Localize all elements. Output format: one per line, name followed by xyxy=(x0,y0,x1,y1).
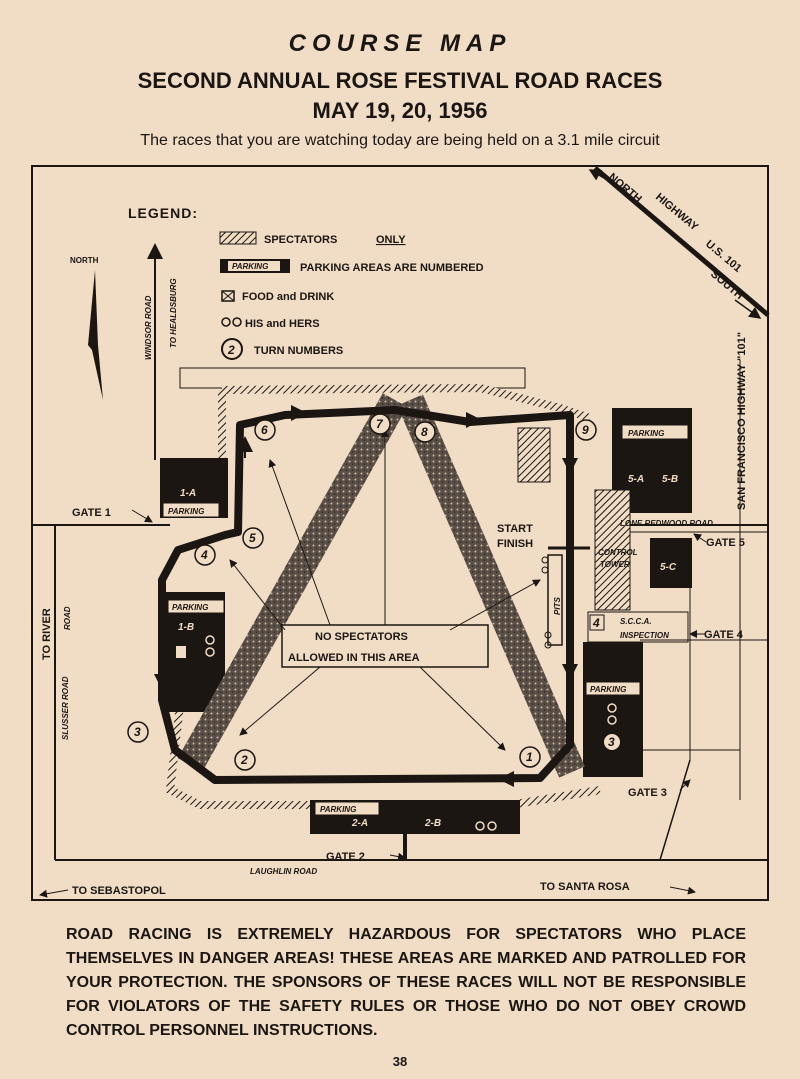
parking-3-tag: PARKING xyxy=(590,685,626,694)
legend-his-hers: HIS and HERS xyxy=(245,318,320,330)
food-icon xyxy=(221,290,235,302)
legend-turn-sample: 2 xyxy=(227,343,235,357)
to-healdsburg-label: TO HEALDSBURG xyxy=(169,278,178,348)
parking-2-tag: PARKING xyxy=(320,805,356,814)
windsor-road-label: WINDSOR ROAD xyxy=(144,295,153,360)
diagonal-zone-right xyxy=(397,394,585,778)
parking-1a-label: 1-A xyxy=(180,488,196,499)
highway-south-label: SOUTH xyxy=(708,268,745,302)
finish-label: FINISH xyxy=(497,538,533,550)
diagonal-zone-left xyxy=(177,393,408,772)
control-label: CONTROL xyxy=(598,548,638,557)
sf-highway-label: SAN FRANCISCO HIGHWAY "101" xyxy=(736,332,748,510)
race-circuit xyxy=(158,406,574,784)
highway-name-label: HIGHWAY xyxy=(653,191,701,234)
redwood-road-label: LONE REDWOOD ROAD xyxy=(620,519,713,528)
slusser-road-label: SLUSSER ROAD xyxy=(61,676,70,740)
gate-2: GATE 2 xyxy=(326,851,365,863)
turn-markers: 1 2 3 4 5 6 7 8 9 xyxy=(127,413,597,771)
parking-5-tag: PARKING xyxy=(628,429,664,438)
turn-9: 9 xyxy=(582,423,589,437)
legend: LEGEND: SPECTATORS ONLY PARKING PARKING … xyxy=(128,205,484,360)
parking-5a-label: 5-A xyxy=(628,474,644,485)
legend-parking-box: PARKING xyxy=(232,262,268,271)
parking-3 xyxy=(583,642,643,777)
no-spectators-line2: ALLOWED IN THIS AREA xyxy=(288,652,420,664)
legend-parking: PARKING AREAS ARE NUMBERED xyxy=(300,262,484,274)
turn-3: 3 xyxy=(134,725,141,739)
course-map-title: COURSE MAP xyxy=(288,30,512,57)
parking-1b-label: 1-B xyxy=(178,622,194,633)
parking-5c-label: 5-C xyxy=(660,562,677,573)
safety-warning: ROAD RACING IS EXTREMELY HAZARDOUS FOR S… xyxy=(66,926,746,1039)
legend-spectators: SPECTATORS xyxy=(264,234,337,246)
spectator-area-9 xyxy=(517,427,551,483)
gate-3: GATE 3 xyxy=(628,787,667,799)
highway-north-label: NORTH xyxy=(606,171,644,205)
parking-2a-label: 2-A xyxy=(351,818,368,829)
parking-3-number: 3 xyxy=(608,735,615,749)
legend-turn-numbers: TURN NUMBERS xyxy=(254,345,343,357)
gate-4: GATE 4 xyxy=(704,629,744,641)
event-title: SECOND ANNUAL ROSE FESTIVAL ROAD RACES xyxy=(137,68,663,93)
pits-label: PITS xyxy=(553,597,562,615)
to-river-label: TO RIVER xyxy=(41,608,53,660)
parking-1a-tag: PARKING xyxy=(168,507,204,516)
restroom-icon xyxy=(221,317,231,327)
turn-1: 1 xyxy=(526,750,533,764)
highway-101 xyxy=(593,166,770,317)
tower-label: TOWER xyxy=(600,560,630,569)
north-arrow-icon xyxy=(88,270,103,400)
legend-food: FOOD and DRINK xyxy=(242,291,334,303)
no-spectators-box xyxy=(281,624,489,668)
spectator-area-control xyxy=(594,489,631,611)
parking-2b-label: 2-B xyxy=(424,818,441,829)
to-sebastopol-label: TO SEBASTOPOL xyxy=(72,885,166,897)
gate-1: GATE 1 xyxy=(72,507,111,519)
event-dates: MAY 19, 20, 1956 xyxy=(312,98,488,123)
to-santa-rosa-label: TO SANTA ROSA xyxy=(540,881,630,893)
event-subtitle: The races that you are watching today ar… xyxy=(140,132,660,149)
laughlin-road-label: LAUGHLIN ROAD xyxy=(250,867,317,876)
parking-1b-tag: PARKING xyxy=(172,603,208,612)
turn-4: 4 xyxy=(200,548,208,562)
start-label: START xyxy=(497,523,533,535)
turn-7: 7 xyxy=(376,417,384,431)
river-road-label: ROAD xyxy=(63,606,72,630)
legend-spectators-swatch xyxy=(219,231,257,245)
turn-2: 2 xyxy=(240,753,248,767)
parking-5c xyxy=(650,538,692,588)
parking-4-number: 4 xyxy=(592,616,600,630)
pits-box xyxy=(547,554,563,646)
legend-title: LEGEND: xyxy=(128,205,198,221)
map-border xyxy=(31,165,769,901)
highway-us-label: U.S. 101 xyxy=(703,238,744,275)
course-map: NORTH HIGHWAY U.S. 101 SOUTH 1-A PARKING… xyxy=(31,165,770,901)
page-number: 38 xyxy=(392,1054,408,1069)
inspection-label: INSPECTION xyxy=(620,631,669,640)
parking-5b-label: 5-B xyxy=(662,474,678,485)
no-spectators-line1: NO SPECTATORS xyxy=(315,631,408,643)
north-label: NORTH xyxy=(70,256,99,265)
scca-label: S.C.C.A. xyxy=(620,617,652,626)
turn-6: 6 xyxy=(261,423,268,437)
turn-number-icon xyxy=(221,338,243,360)
gate-5: GATE 5 xyxy=(706,537,745,549)
legend-spectators-only: ONLY xyxy=(376,234,406,246)
turn-5: 5 xyxy=(249,531,256,545)
turn-8: 8 xyxy=(421,425,428,439)
